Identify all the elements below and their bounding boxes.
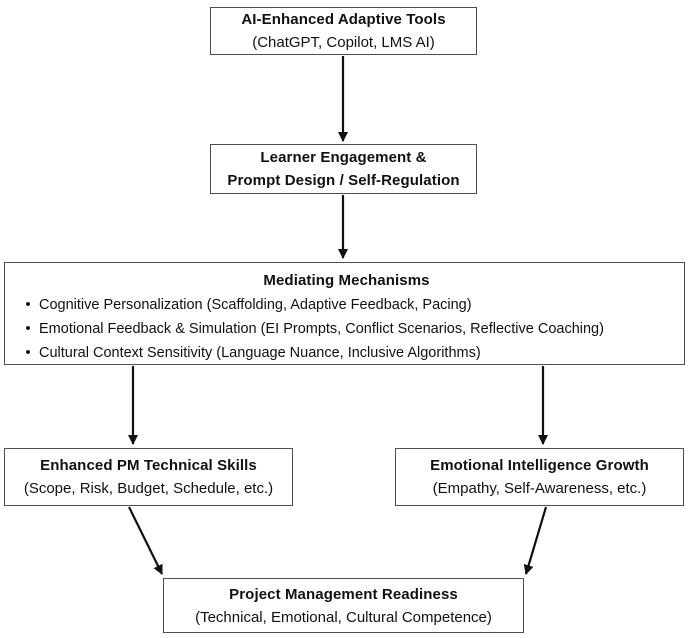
bullet-item: Cultural Context Sensitivity (Language N…: [19, 341, 674, 365]
node-mediating-mechanisms: Mediating Mechanisms Cognitive Personali…: [4, 262, 685, 365]
node-title: Project Management Readiness: [229, 585, 458, 603]
node-subtitle: (Technical, Emotional, Cultural Competen…: [195, 608, 492, 626]
node-emotional-intelligence-growth: Emotional Intelligence Growth (Empathy, …: [395, 448, 684, 506]
node-ai-enhanced-adaptive-tools: AI-Enhanced Adaptive Tools (ChatGPT, Cop…: [210, 7, 477, 55]
node-subtitle: (ChatGPT, Copilot, LMS AI): [252, 34, 435, 51]
node-title: Enhanced PM Technical Skills: [40, 457, 257, 474]
node-project-management-readiness: Project Management Readiness (Technical,…: [163, 578, 524, 633]
bullet-dot: [19, 293, 37, 317]
node-learner-engagement: Learner Engagement & Prompt Design / Sel…: [210, 144, 477, 194]
bullet-text: Emotional Feedback & Simulation (EI Prom…: [39, 321, 604, 337]
bullet-dot: [19, 317, 37, 341]
node-title: Emotional Intelligence Growth: [430, 457, 649, 474]
node-title: Learner Engagement &: [260, 149, 427, 166]
bullet-item: Emotional Feedback & Simulation (EI Prom…: [19, 317, 674, 341]
node-title: AI-Enhanced Adaptive Tools: [241, 11, 446, 28]
node-subtitle: (Scope, Risk, Budget, Schedule, etc.): [23, 480, 274, 497]
bullet-item: Cognitive Personalization (Scaffolding, …: [19, 293, 674, 317]
bullet-list: Cognitive Personalization (Scaffolding, …: [19, 293, 674, 365]
node-title: Prompt Design / Self-Regulation: [227, 172, 460, 189]
node-subtitle: (Empathy, Self-Awareness, etc.): [432, 480, 647, 497]
arrow-pm-skills-to-readiness: [128, 506, 163, 575]
node-enhanced-pm-technical-skills: Enhanced PM Technical Skills (Scope, Ris…: [4, 448, 293, 506]
bullet-dot: [19, 341, 37, 365]
arrow-ei-growth-to-readiness: [523, 506, 548, 575]
bullet-text: Cognitive Personalization (Scaffolding, …: [39, 297, 472, 313]
node-title: Mediating Mechanisms: [263, 272, 430, 289]
bullet-text: Cultural Context Sensitivity (Language N…: [39, 345, 481, 361]
